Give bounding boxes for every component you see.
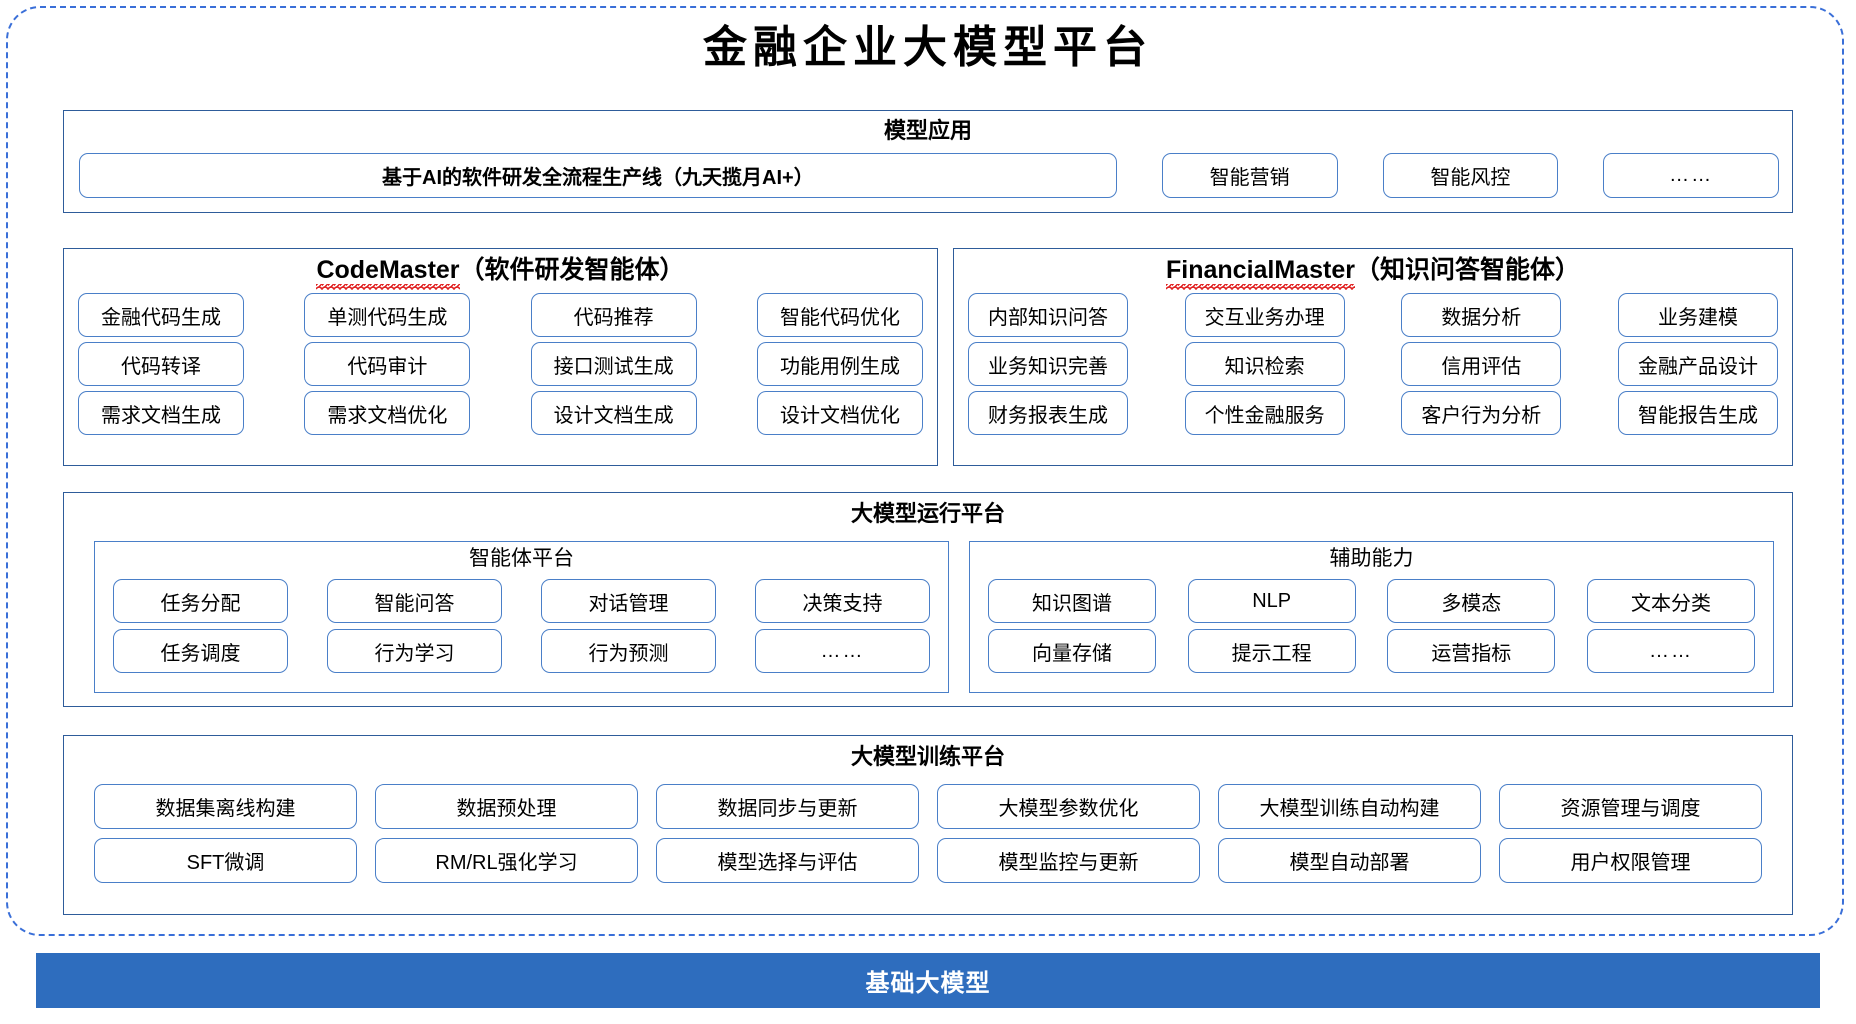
code-master-chip-grid: 金融代码生成 单测代码生成 代码推荐 智能代码优化 代码转译 代码审计 接口测试… xyxy=(78,293,923,435)
section-title-training-platform: 大模型训练平台 xyxy=(850,744,1005,769)
chip-item[interactable]: 运营指标 xyxy=(1387,629,1556,673)
section-training-platform: 大模型训练平台 数据集离线构建 数据预处理 数据同步与更新 大模型参数优化 大模… xyxy=(63,735,1793,915)
chip-item[interactable]: 需求文档生成 xyxy=(78,391,244,435)
subpanel-agent-platform: 智能体平台 任务分配 智能问答 对话管理 决策支持 任务调度 行为学习 行为预测… xyxy=(94,541,949,693)
chip-smart-marketing[interactable]: 智能营销 xyxy=(1161,153,1338,198)
chip-item[interactable]: 资源管理与调度 xyxy=(1499,784,1762,829)
panel-title-code-master: CodeMaster（软件研发智能体） xyxy=(64,256,937,290)
spellcheck-underline-icon xyxy=(316,285,460,290)
chip-item[interactable]: 大模型训练自动构建 xyxy=(1218,784,1481,829)
chip-item[interactable]: 金融产品设计 xyxy=(1617,342,1778,386)
chip-row: 知识图谱 NLP 多模态 文本分类 xyxy=(988,579,1755,623)
chip-item[interactable]: 客户行为分析 xyxy=(1401,391,1562,435)
chip-item[interactable]: 信用评估 xyxy=(1401,342,1562,386)
chip-item[interactable]: 任务调度 xyxy=(113,629,288,673)
panel-financial-master: FinancialMaster（知识问答智能体） 内部知识问答 交互业务办理 数… xyxy=(953,248,1793,466)
chip-item[interactable]: 模型自动部署 xyxy=(1218,838,1481,883)
chip-item[interactable]: 多模态 xyxy=(1387,579,1556,623)
chip-row: 数据集离线构建 数据预处理 数据同步与更新 大模型参数优化 大模型训练自动构建 … xyxy=(94,784,1762,829)
chip-item[interactable]: 智能问答 xyxy=(327,579,502,623)
panel-title-financial-master: FinancialMaster（知识问答智能体） xyxy=(954,256,1792,290)
chip-item[interactable]: 交互业务办理 xyxy=(1184,293,1345,337)
financial-master-name: FinancialMaster xyxy=(1166,256,1355,290)
chip-item[interactable]: 大模型参数优化 xyxy=(937,784,1200,829)
chip-row: 任务调度 行为学习 行为预测 …… xyxy=(113,629,930,673)
section-runtime-platform: 大模型运行平台 智能体平台 任务分配 智能问答 对话管理 决策支持 任务调度 行… xyxy=(63,492,1793,707)
chip-row: 业务知识完善 知识检索 信用评估 金融产品设计 xyxy=(968,342,1778,386)
chip-item[interactable]: 行为预测 xyxy=(541,629,716,673)
chip-row: 需求文档生成 需求文档优化 设计文档生成 设计文档优化 xyxy=(78,391,923,435)
chip-item[interactable]: 知识检索 xyxy=(1184,342,1345,386)
code-master-name: CodeMaster xyxy=(316,256,460,290)
chip-item[interactable]: 知识图谱 xyxy=(988,579,1156,623)
chip-ai-pipeline[interactable]: 基于AI的软件研发全流程生产线（九天揽月AI+） xyxy=(79,153,1117,198)
agent-platform-chip-grid: 任务分配 智能问答 对话管理 决策支持 任务调度 行为学习 行为预测 …… xyxy=(113,579,930,673)
chip-item[interactable]: 财务报表生成 xyxy=(968,391,1128,435)
chip-item[interactable]: 智能报告生成 xyxy=(1617,391,1778,435)
chip-item[interactable]: 业务知识完善 xyxy=(968,342,1128,386)
subpanel-auxiliary-capability: 辅助能力 知识图谱 NLP 多模态 文本分类 向量存储 提示工程 运营指标 …… xyxy=(969,541,1774,693)
chip-item[interactable]: 功能用例生成 xyxy=(756,342,923,386)
chip-item[interactable]: 数据分析 xyxy=(1401,293,1562,337)
subpanel-title-auxiliary-capability: 辅助能力 xyxy=(1329,547,1414,570)
chip-item[interactable]: 业务建模 xyxy=(1617,293,1778,337)
chip-item[interactable]: 提示工程 xyxy=(1187,629,1356,673)
auxiliary-chip-grid: 知识图谱 NLP 多模态 文本分类 向量存储 提示工程 运营指标 …… xyxy=(988,579,1755,673)
training-platform-chip-grid: 数据集离线构建 数据预处理 数据同步与更新 大模型参数优化 大模型训练自动构建 … xyxy=(94,784,1762,883)
chip-row: SFT微调 RM/RL强化学习 模型选择与评估 模型监控与更新 模型自动部署 用… xyxy=(94,838,1762,883)
chip-item[interactable]: SFT微调 xyxy=(94,838,357,883)
chip-row: 代码转译 代码审计 接口测试生成 功能用例生成 xyxy=(78,342,923,386)
code-master-suffix: （软件研发智能体） xyxy=(459,256,685,284)
chip-item[interactable]: 代码审计 xyxy=(304,342,471,386)
base-model-label: 基础大模型 xyxy=(865,970,991,997)
subpanel-title-agent-platform: 智能体平台 xyxy=(469,547,574,570)
section-title-model-application: 模型应用 xyxy=(883,118,972,143)
base-model-bar: 基础大模型 xyxy=(36,953,1820,1008)
spellcheck-underline-icon xyxy=(1166,285,1355,290)
section-title-runtime-platform: 大模型运行平台 xyxy=(850,501,1005,526)
chip-smart-risk-control[interactable]: 智能风控 xyxy=(1382,153,1559,198)
chip-item[interactable]: 模型选择与评估 xyxy=(656,838,919,883)
chip-item[interactable]: NLP xyxy=(1187,579,1356,623)
chip-item[interactable]: 智能代码优化 xyxy=(756,293,923,337)
chip-item[interactable]: 用户权限管理 xyxy=(1499,838,1762,883)
chip-item[interactable]: 接口测试生成 xyxy=(530,342,697,386)
chip-item[interactable]: 代码转译 xyxy=(78,342,244,386)
model-application-row: 基于AI的软件研发全流程生产线（九天揽月AI+） 智能营销 智能风控 …… xyxy=(79,153,1779,198)
chip-row: 向量存储 提示工程 运营指标 …… xyxy=(988,629,1755,673)
chip-row: 任务分配 智能问答 对话管理 决策支持 xyxy=(113,579,930,623)
financial-master-suffix: （知识问答智能体） xyxy=(1354,256,1580,284)
chip-row: 内部知识问答 交互业务办理 数据分析 业务建模 xyxy=(968,293,1778,337)
chip-item[interactable]: 文本分类 xyxy=(1586,579,1755,623)
chip-item[interactable]: 对话管理 xyxy=(541,579,716,623)
chip-item[interactable]: 代码推荐 xyxy=(530,293,697,337)
chip-item[interactable]: 金融代码生成 xyxy=(78,293,244,337)
chip-more-applications[interactable]: …… xyxy=(1603,153,1779,198)
chip-item[interactable]: 数据预处理 xyxy=(375,784,638,829)
chip-item[interactable]: 设计文档生成 xyxy=(530,391,697,435)
chip-row: 金融代码生成 单测代码生成 代码推荐 智能代码优化 xyxy=(78,293,923,337)
chip-item[interactable]: 行为学习 xyxy=(327,629,502,673)
outer-dashed-frame xyxy=(6,6,1844,936)
chip-item[interactable]: 需求文档优化 xyxy=(304,391,471,435)
chip-item[interactable]: RM/RL强化学习 xyxy=(375,838,638,883)
panel-code-master: CodeMaster（软件研发智能体） 金融代码生成 单测代码生成 代码推荐 智… xyxy=(63,248,938,466)
chip-item[interactable]: 任务分配 xyxy=(113,579,288,623)
chip-item[interactable]: 向量存储 xyxy=(988,629,1156,673)
chip-item[interactable]: 个性金融服务 xyxy=(1184,391,1345,435)
chip-item[interactable]: 单测代码生成 xyxy=(304,293,471,337)
chip-row: 财务报表生成 个性金融服务 客户行为分析 智能报告生成 xyxy=(968,391,1778,435)
chip-item[interactable]: 决策支持 xyxy=(755,579,930,623)
page-title: 金融企业大模型平台 xyxy=(703,22,1153,73)
chip-item[interactable]: 内部知识问答 xyxy=(968,293,1128,337)
chip-item[interactable]: 设计文档优化 xyxy=(756,391,923,435)
chip-item[interactable]: 数据同步与更新 xyxy=(656,784,919,829)
section-model-application: 模型应用 基于AI的软件研发全流程生产线（九天揽月AI+） 智能营销 智能风控 … xyxy=(63,110,1793,213)
financial-master-chip-grid: 内部知识问答 交互业务办理 数据分析 业务建模 业务知识完善 知识检索 信用评估… xyxy=(968,293,1778,435)
chip-item-more[interactable]: …… xyxy=(1586,629,1755,673)
chip-item[interactable]: 数据集离线构建 xyxy=(94,784,357,829)
chip-item-more[interactable]: …… xyxy=(755,629,930,673)
chip-item[interactable]: 模型监控与更新 xyxy=(937,838,1200,883)
